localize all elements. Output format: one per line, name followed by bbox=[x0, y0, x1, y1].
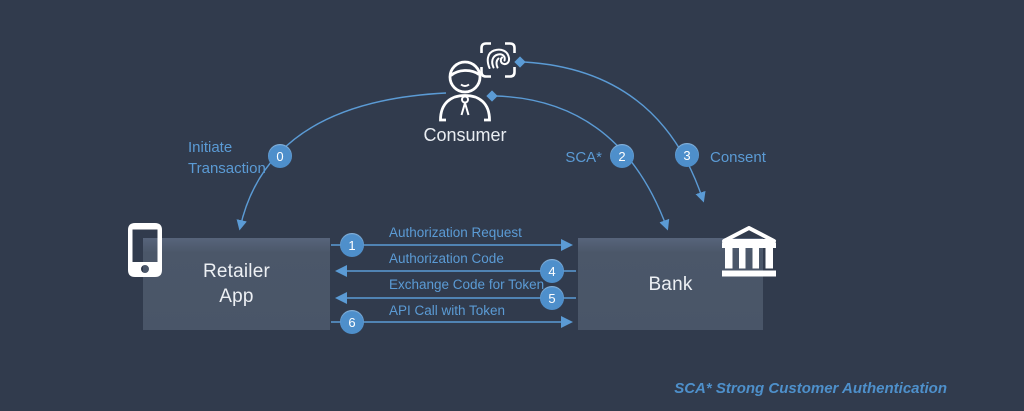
exchange-code-for-token-label: Exchange Code for Token bbox=[389, 277, 545, 292]
consumer-label: Consumer bbox=[423, 125, 507, 145]
step-badge-0: 0 bbox=[268, 144, 292, 168]
arc-initiate-transaction bbox=[236, 92, 447, 231]
step-badge-5: 5 bbox=[540, 286, 564, 310]
arc-sca bbox=[495, 95, 670, 231]
initiate-transaction-label: Initiate Transaction bbox=[188, 139, 266, 177]
authorization-code-label: Authorization Code bbox=[389, 251, 504, 266]
step-badge-1: 1 bbox=[340, 233, 364, 257]
arc-consent bbox=[523, 61, 706, 203]
bank-label: Bank bbox=[648, 273, 693, 295]
authorization-request-label: Authorization Request bbox=[389, 225, 522, 240]
step-badge-6: 6 bbox=[340, 310, 364, 334]
retailer-app-label-line1: Retailer bbox=[202, 261, 271, 282]
api-call-with-token-label: API Call with Token bbox=[389, 303, 506, 318]
smartphone-icon bbox=[128, 223, 162, 277]
footnote-sca-definition: SCA* Strong Customer Authentication bbox=[674, 380, 947, 397]
bank-icon bbox=[722, 226, 776, 277]
retailer-app-label-line2: App bbox=[219, 286, 254, 307]
step-badge-3: 3 bbox=[675, 143, 699, 167]
consent-label: Consent bbox=[710, 149, 766, 166]
step-badge-4: 4 bbox=[540, 259, 564, 283]
retailer-app-node: Retailer App bbox=[143, 238, 330, 330]
step-badge-2: 2 bbox=[610, 144, 634, 168]
sca-label: SCA* bbox=[565, 149, 602, 166]
person-icon bbox=[439, 60, 491, 122]
fingerprint-scan-icon bbox=[480, 42, 516, 78]
